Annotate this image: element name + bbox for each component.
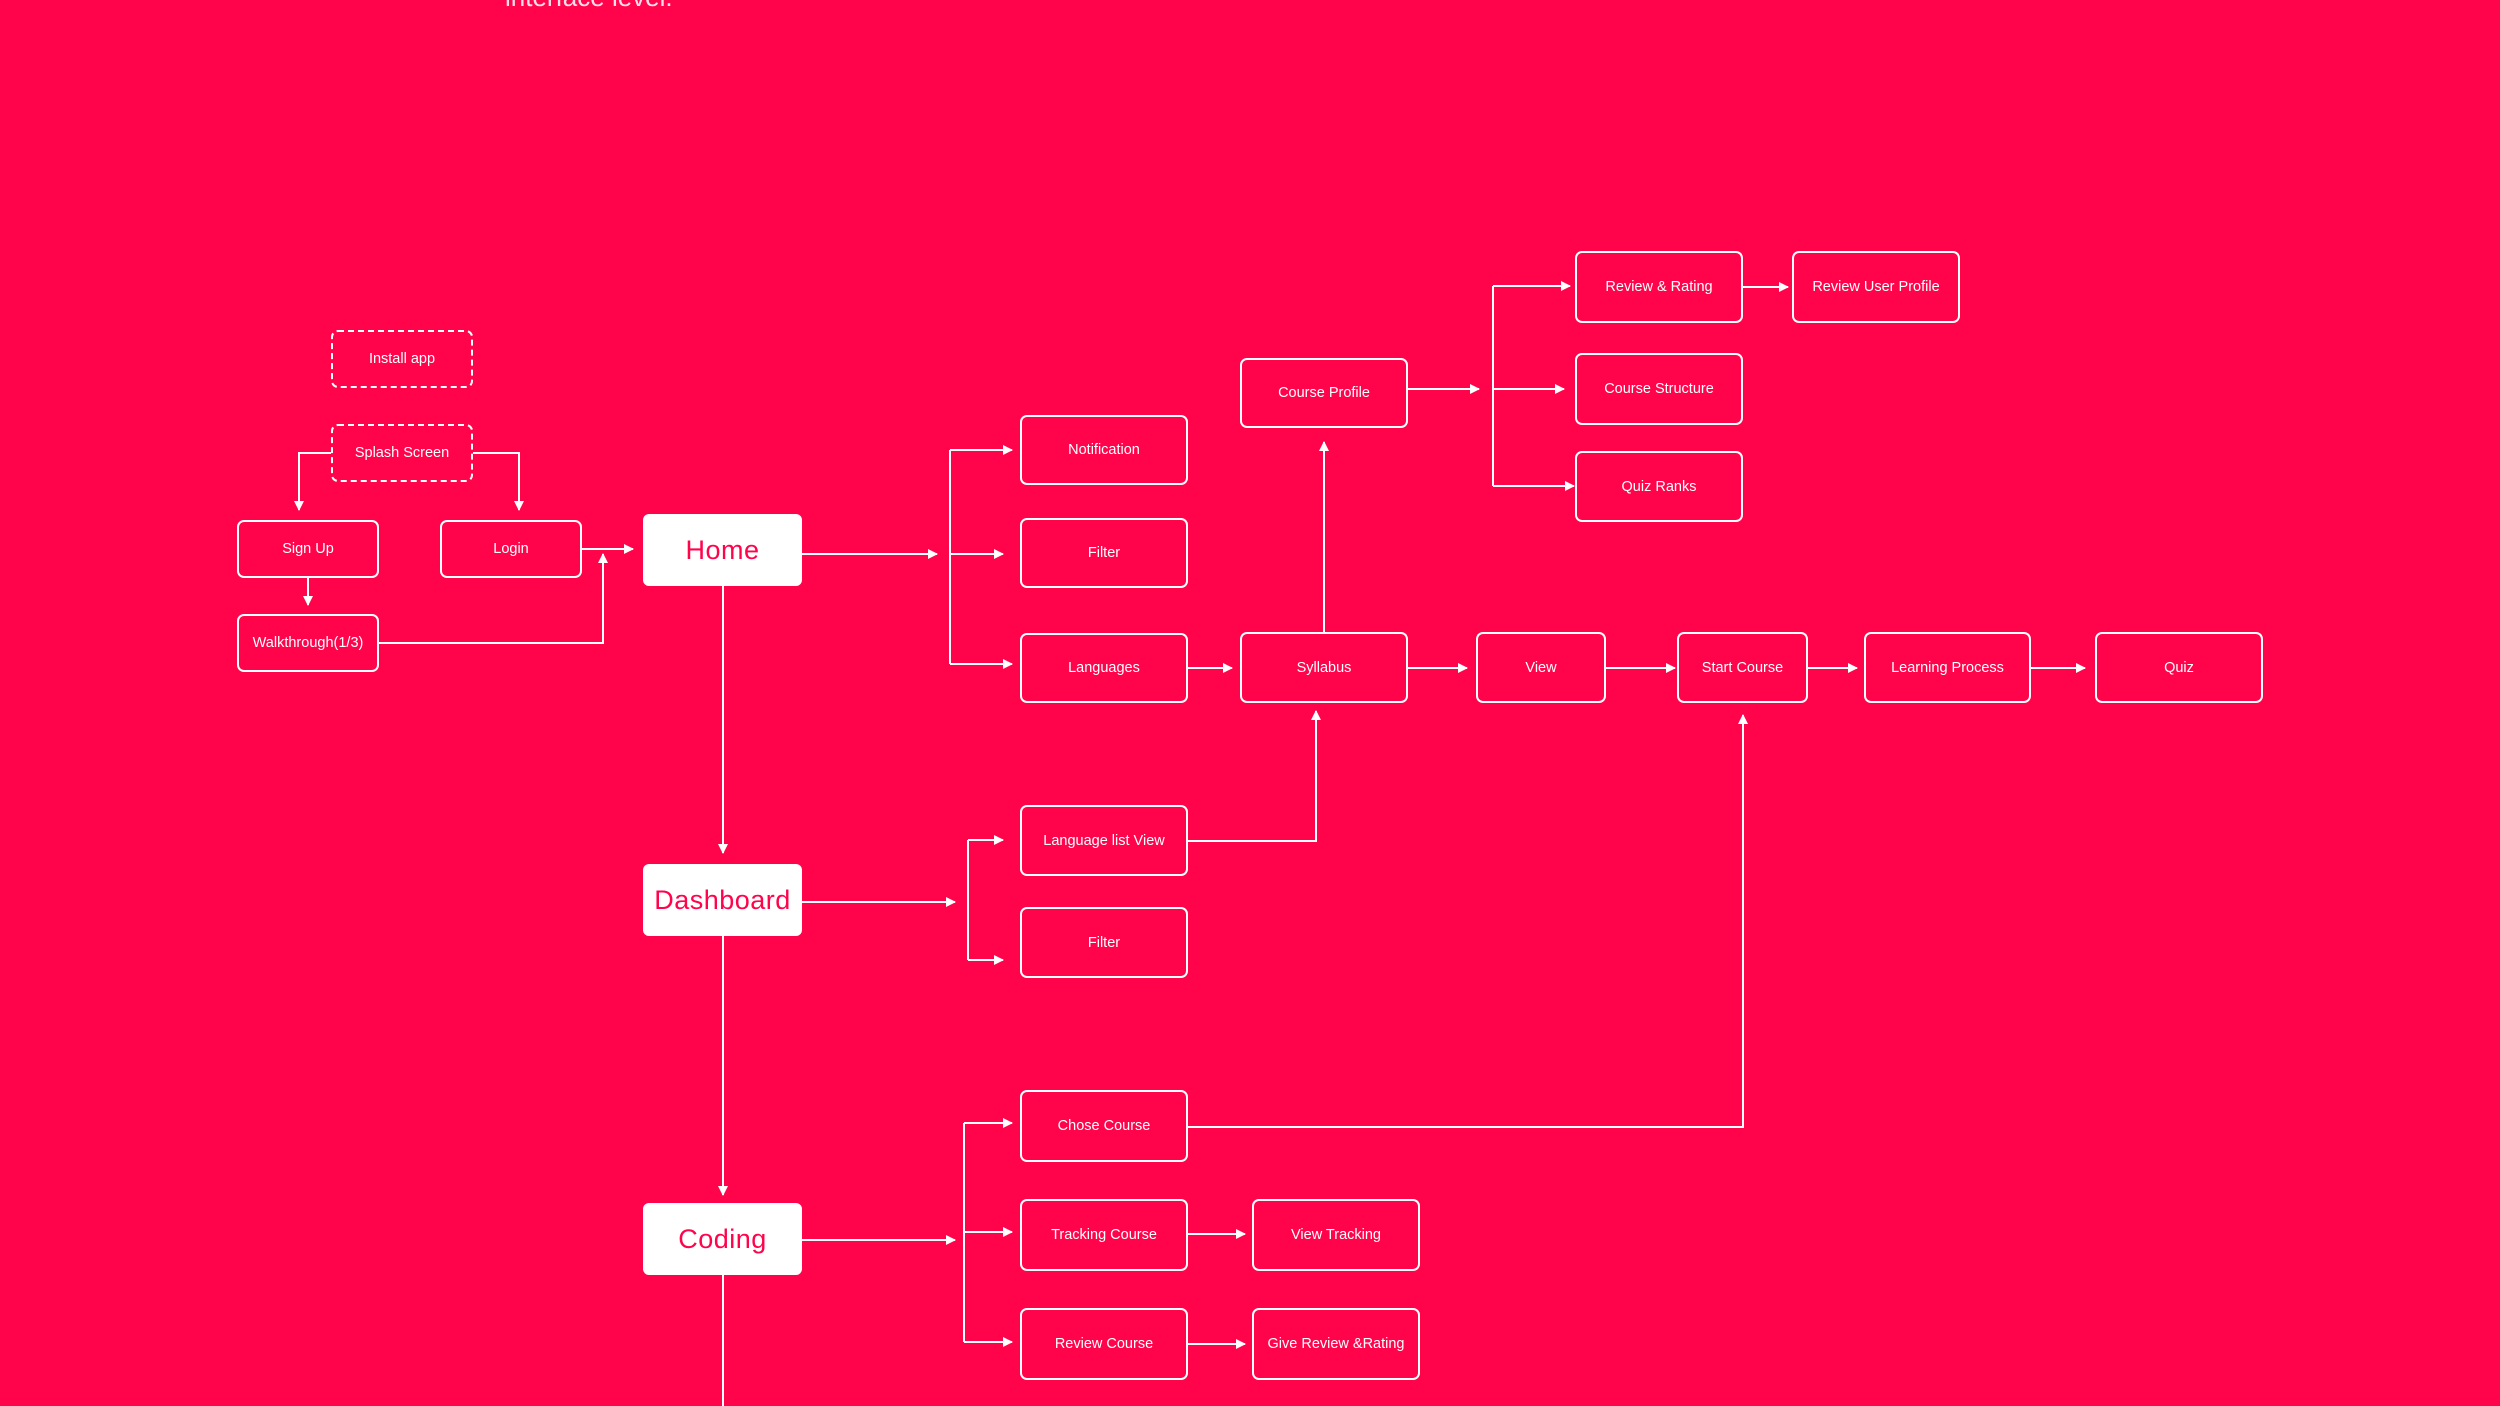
node-coding: Coding <box>643 1203 802 1275</box>
connector-splash-login <box>473 452 524 511</box>
node-walkthrough: Walkthrough(1/3) <box>237 614 379 672</box>
node-course-profile: Course Profile <box>1240 358 1408 428</box>
node-view: View <box>1476 632 1606 703</box>
node-filter-home: Filter <box>1020 518 1188 588</box>
node-give-review-rating: Give Review &Rating <box>1252 1308 1420 1380</box>
top-caption: interface level. <box>505 0 673 13</box>
node-review-course: Review Course <box>1020 1308 1188 1380</box>
node-install-app: Install app <box>331 330 473 388</box>
node-quiz: Quiz <box>2095 632 2263 703</box>
node-course-structure: Course Structure <box>1575 353 1743 425</box>
connector-chosecourse-startcourse <box>1188 714 1748 1128</box>
node-login: Login <box>440 520 582 578</box>
node-splash-screen: Splash Screen <box>331 424 473 482</box>
node-filter-dashboard: Filter <box>1020 907 1188 978</box>
node-quiz-ranks: Quiz Ranks <box>1575 451 1743 522</box>
node-home: Home <box>643 514 802 586</box>
connector-walkthrough-home <box>379 553 608 644</box>
node-dashboard: Dashboard <box>643 864 802 936</box>
connector-splash-signup <box>294 452 331 511</box>
node-language-list-view: Language list View <box>1020 805 1188 876</box>
node-notification: Notification <box>1020 415 1188 485</box>
node-start-course: Start Course <box>1677 632 1808 703</box>
node-syllabus: Syllabus <box>1240 632 1408 703</box>
node-review-user-profile: Review User Profile <box>1792 251 1960 323</box>
node-tracking-course: Tracking Course <box>1020 1199 1188 1271</box>
connector-languagelist-syllabus <box>1188 710 1321 842</box>
node-sign-up: Sign Up <box>237 520 379 578</box>
node-review-rating: Review & Rating <box>1575 251 1743 323</box>
node-languages: Languages <box>1020 633 1188 703</box>
node-chose-course: Chose Course <box>1020 1090 1188 1162</box>
node-learning-process: Learning Process <box>1864 632 2031 703</box>
node-view-tracking: View Tracking <box>1252 1199 1420 1271</box>
